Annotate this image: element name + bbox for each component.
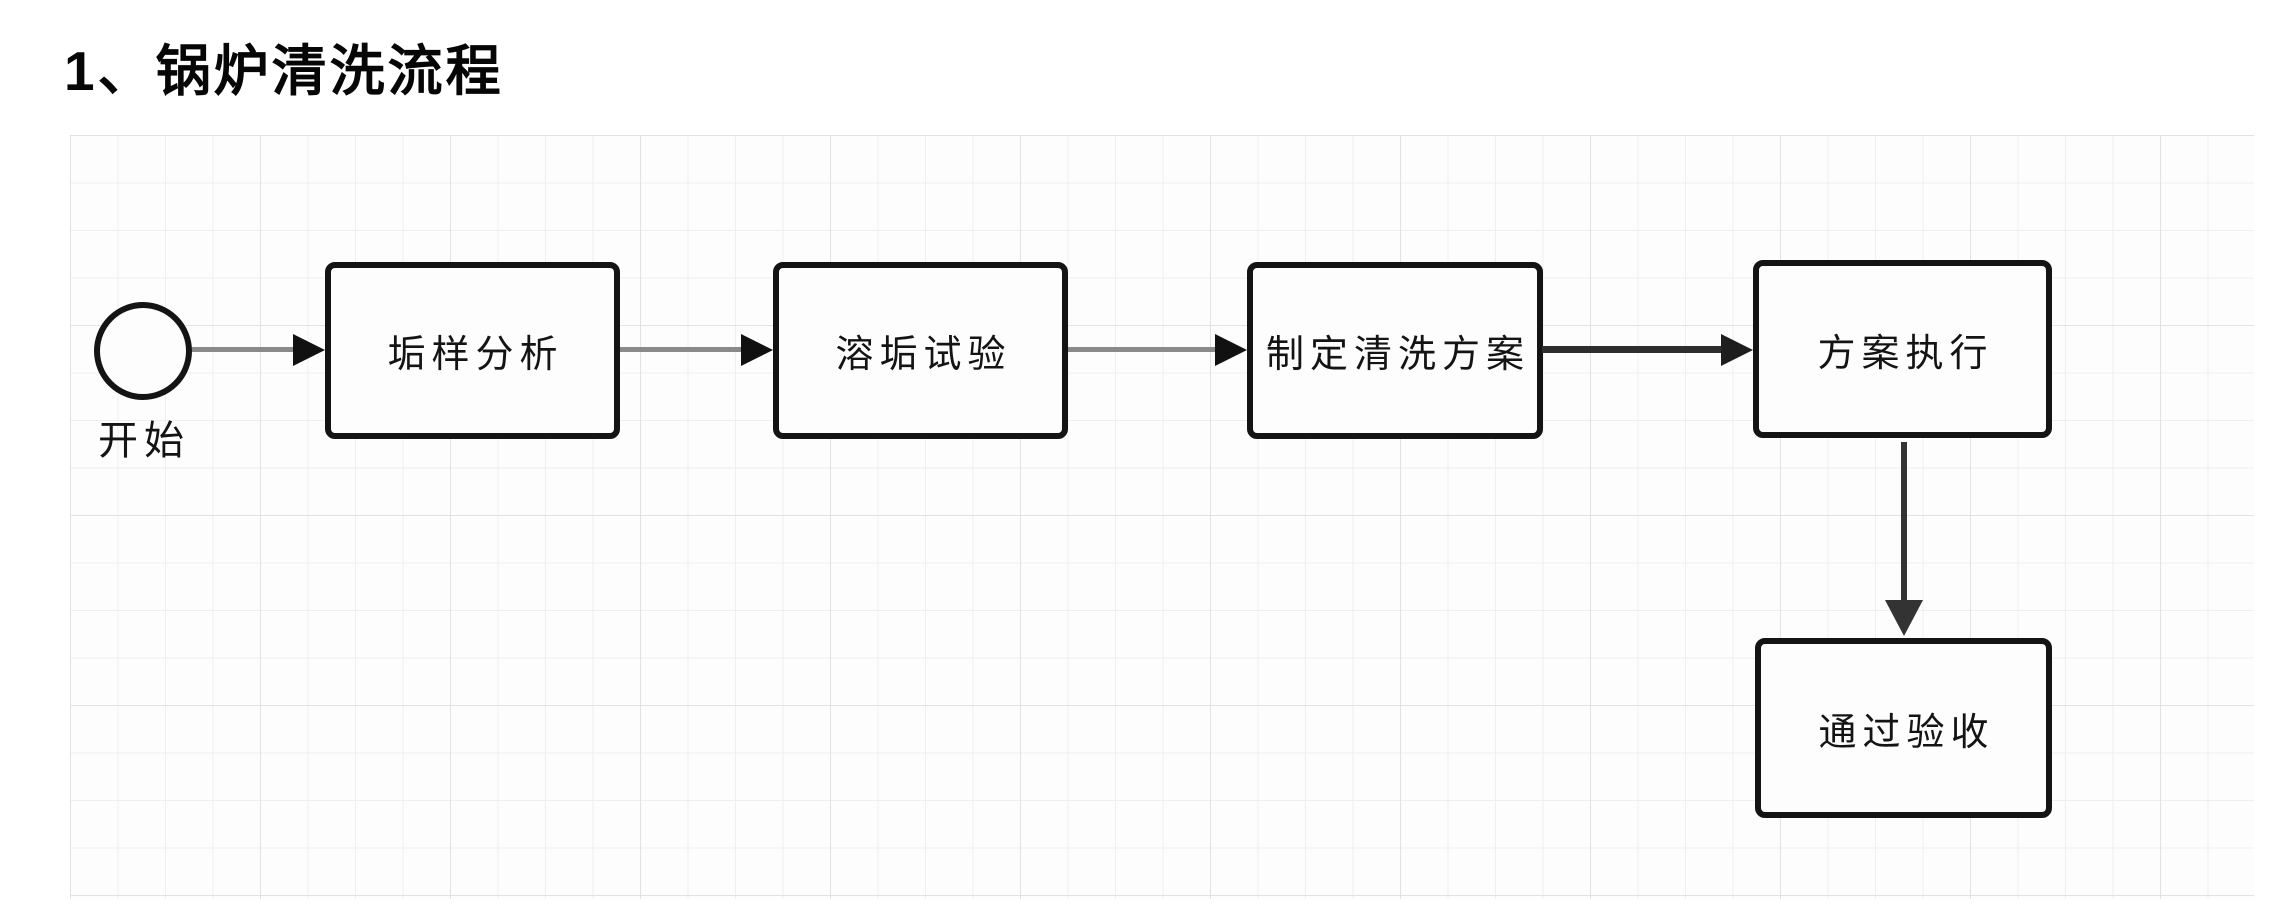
flow-node-label: 方案执行: [1817, 332, 1994, 375]
flow-node-scale-dissolving-test: 溶垢试验: [773, 262, 1068, 439]
arrow-shaft: [1542, 346, 1725, 353]
arrow-head-right-icon: [1215, 334, 1247, 366]
flow-node-label: 溶垢试验: [835, 334, 1012, 376]
flow-node-pass-acceptance: 通过验收: [1755, 638, 2052, 818]
flow-node-label: 通过验收: [1818, 711, 1995, 754]
arrow-shaft: [1901, 442, 1907, 604]
arrow-head-right-icon: [1721, 334, 1753, 366]
arrow-shaft: [1068, 347, 1219, 352]
arrow-node1-to-node2: [620, 334, 773, 366]
flow-node-label: 制定清洗方案: [1265, 334, 1530, 376]
arrow-node4-to-node5: [1885, 442, 1923, 636]
start-node-label: 开始: [98, 419, 190, 463]
start-node-circle: [94, 302, 192, 400]
flow-node-make-cleaning-plan: 制定清洗方案: [1247, 262, 1543, 439]
page-title: 1、锅炉清洗流程: [64, 40, 504, 102]
arrow-head-right-icon: [741, 334, 773, 366]
arrow-shaft: [192, 347, 297, 352]
arrow-node2-to-node3: [1068, 334, 1247, 366]
arrow-node3-to-node4: [1542, 334, 1753, 366]
flow-node-label: 垢样分析: [387, 334, 564, 376]
arrow-start-to-node1: [192, 334, 325, 366]
flow-node-plan-execution: 方案执行: [1753, 260, 2052, 438]
arrow-shaft: [620, 347, 745, 352]
flow-node-scale-sample-analysis: 垢样分析: [325, 262, 620, 439]
arrow-head-right-icon: [293, 334, 325, 366]
arrow-head-down-icon: [1885, 600, 1923, 636]
